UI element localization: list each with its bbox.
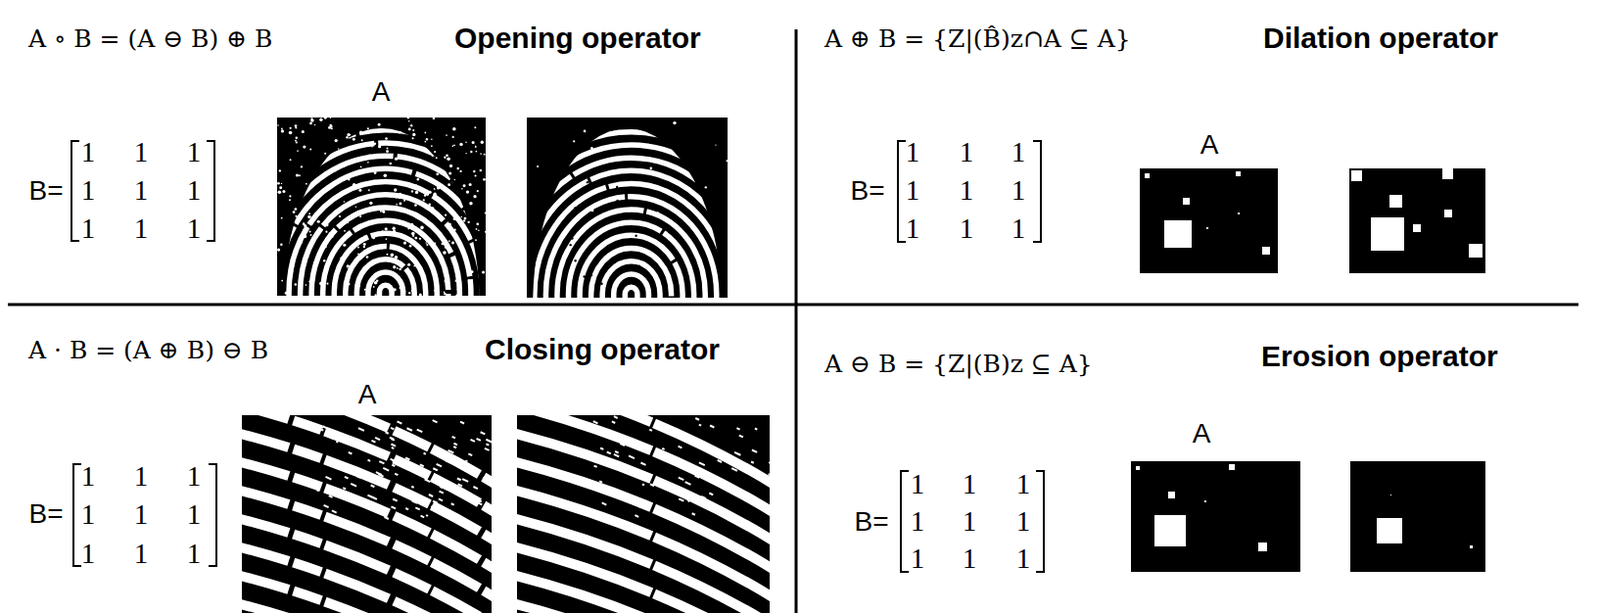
divider-line [795,29,799,613]
image-label: A [358,379,377,411]
matrix-name: B= [849,176,885,207]
binary-image [1350,461,1486,572]
matrix-entry: 1 [1016,469,1032,501]
binary-image [1139,168,1278,274]
matrix-entry: 1 [962,506,978,538]
binary-image [1130,461,1301,572]
matrix-entry: 1 [1016,543,1032,575]
fingerprint-detail-image [517,415,770,613]
image-label: A [1192,419,1212,450]
matrix-entry: 1 [134,499,149,531]
matrix-name: B= [853,507,889,538]
image-label: A [1200,130,1220,161]
matrix-entry: 1 [81,499,96,531]
matrix-entry: 1 [910,506,926,538]
matrix-entry: 1 [81,538,96,570]
matrix-entry: 1 [959,175,975,207]
matrix-name: B= [28,176,63,207]
matrix-entry: 1 [134,461,149,493]
matrix-entry: 1 [1011,213,1027,245]
operator-title: Closing operator [484,332,720,366]
matrix-entry: 1 [134,213,149,245]
operator-title: Opening operator [454,21,702,54]
matrix-entry: 1 [962,469,978,501]
operator-title: Dilation operator [1263,21,1499,54]
matrix-entry: 1 [1016,506,1032,538]
matrix-entry: 1 [187,175,202,207]
matrix-name: B= [28,499,63,530]
formula-text: A ⊕ B = {Z|(B̂)z∩A ⊆ A} [824,25,1131,53]
formula-text: A · B = (A ⊕ B) ⊖ B [28,336,269,365]
matrix-entry: 1 [187,538,202,570]
matrix-entry: 1 [187,461,202,493]
image-label: A [372,77,391,108]
formula-text: A ∘ B = (A ⊖ B) ⊕ B [28,25,273,53]
matrix-entry: 1 [81,175,96,207]
matrix-entry: 1 [134,137,149,169]
matrix-entry: 1 [905,213,921,245]
matrix-entry: 1 [1011,175,1027,207]
matrix-entry: 1 [910,543,926,575]
matrix-entry: 1 [134,175,149,207]
matrix-entry: 1 [81,213,96,245]
matrix-entry: 1 [81,461,96,493]
matrix-entry: 1 [959,213,975,245]
formula-text: A ⊖ B = {Z|(B)z ⊆ A} [824,350,1093,378]
matrix-entry: 1 [134,538,149,570]
matrix-entry: 1 [187,499,202,531]
fingerprint-image [277,117,486,296]
matrix-entry: 1 [905,175,921,207]
matrix-entry: 1 [910,469,926,501]
matrix-entry: 1 [187,213,202,245]
operator-title: Erosion operator [1261,339,1499,373]
fingerprint-image [526,117,728,298]
matrix-entry: 1 [959,137,975,169]
matrix-entry: 1 [962,543,978,575]
matrix-entry: 1 [1011,137,1027,169]
divider-line [7,303,1579,307]
binary-image [1349,168,1486,274]
matrix-entry: 1 [81,137,96,169]
matrix-entry: 1 [905,137,921,169]
fingerprint-detail-image [241,415,492,613]
matrix-entry: 1 [187,137,202,169]
